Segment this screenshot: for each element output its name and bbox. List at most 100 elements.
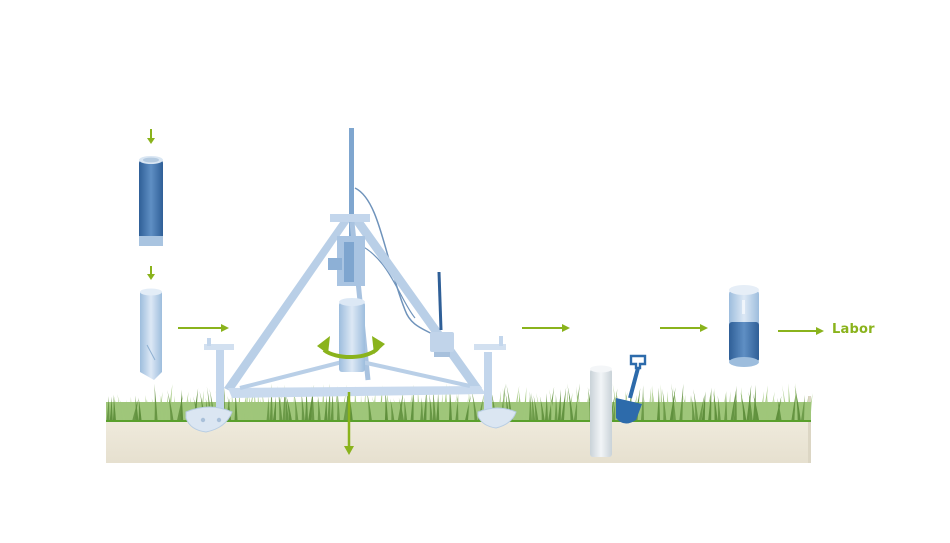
grass-blade <box>284 391 289 421</box>
grass-blade <box>416 389 420 421</box>
grass-blade <box>735 396 740 421</box>
grass-blade <box>693 389 699 421</box>
grass-blade <box>740 387 744 421</box>
grass-blade <box>439 392 443 421</box>
tripod-base <box>228 386 486 398</box>
grass-blade <box>164 394 169 421</box>
grass-blade <box>260 398 264 421</box>
grass-blade <box>564 389 569 421</box>
arrow-down-icon <box>147 266 155 280</box>
grass-blade <box>560 387 567 421</box>
grass-blade <box>276 394 282 421</box>
grass-blade <box>733 385 737 421</box>
grass-blade <box>132 399 139 421</box>
arrow-down-icon <box>344 392 354 455</box>
grass-blade <box>159 394 164 421</box>
grass-blade <box>781 384 788 421</box>
grass-blade <box>240 391 248 421</box>
grass-blade <box>125 399 129 421</box>
grass-blade <box>730 388 737 421</box>
grass-blade <box>791 390 797 421</box>
grass-blade <box>359 395 363 421</box>
grass-blade <box>247 391 254 421</box>
grass-blade <box>669 387 676 421</box>
grass-blade <box>539 396 545 421</box>
grass-blade <box>471 388 478 421</box>
grass-blade <box>138 397 142 421</box>
grass-blade <box>727 391 731 421</box>
grass-blade <box>698 394 705 421</box>
grass-blade <box>300 390 305 421</box>
grass-blade <box>106 396 110 421</box>
grass-blade <box>420 397 424 421</box>
grass-blade <box>436 391 440 421</box>
grass-blade <box>647 386 652 421</box>
grass-blade <box>468 388 472 421</box>
grass-blade <box>117 394 123 421</box>
grass-blade <box>146 399 152 421</box>
grass-blade <box>531 392 536 421</box>
grass-blade <box>256 390 260 421</box>
grass-blade <box>662 389 667 421</box>
grass-blade <box>371 396 379 421</box>
grass-blade <box>294 392 299 421</box>
grass-blade <box>333 385 338 421</box>
grass-blade <box>167 390 174 421</box>
grass-blade <box>381 398 385 421</box>
grass-blade <box>777 397 782 421</box>
arrow-right-icon <box>522 324 570 332</box>
grass-blade <box>113 394 120 421</box>
soil-right-edge <box>808 396 811 463</box>
grass-blade <box>311 386 315 421</box>
grass-blade <box>426 397 430 421</box>
grass-blade <box>285 393 292 421</box>
destination-label: Labor <box>832 322 875 337</box>
grass-blade <box>576 386 580 421</box>
grass-blade <box>768 391 775 421</box>
rig-mast <box>349 128 354 248</box>
grass-blade <box>272 396 277 421</box>
grass-blade <box>652 389 657 421</box>
grass-blade <box>533 395 539 421</box>
grass-blade <box>144 394 148 421</box>
grass-blade <box>688 395 692 421</box>
grass-blade <box>578 397 584 421</box>
grass-blade <box>666 391 670 421</box>
grass-blade <box>237 388 241 421</box>
grass-blade <box>772 398 776 421</box>
control-box <box>430 332 454 357</box>
grass-blade <box>586 391 590 421</box>
grass-blade <box>151 398 155 421</box>
grass-blade <box>701 391 706 421</box>
core-sample-tube <box>139 156 163 246</box>
grass-blade <box>266 395 270 421</box>
grass-blade <box>112 395 116 421</box>
extracted-core-sample <box>729 285 759 367</box>
grass-blade <box>423 386 427 421</box>
grass-blade <box>640 385 644 421</box>
grass-blade <box>378 385 383 421</box>
antenna <box>437 271 443 331</box>
grass-blade <box>573 383 581 421</box>
step-3-extraction <box>590 354 647 457</box>
grass-blade <box>393 398 398 421</box>
grass-blade <box>672 386 680 421</box>
grass-blade <box>800 395 805 421</box>
grass-blade <box>154 383 158 421</box>
grass-blade <box>298 396 303 421</box>
grass-blade <box>528 391 532 421</box>
grass-blade <box>804 396 809 421</box>
rotation-arrow-icon <box>317 336 385 359</box>
grass-blade <box>157 391 163 421</box>
shovel-icon <box>616 354 647 424</box>
step-1-core-tubes <box>139 129 163 380</box>
grass-blade <box>518 390 523 421</box>
soil-layer <box>106 421 811 463</box>
grass-blade <box>794 385 801 421</box>
grass-blade <box>340 392 346 421</box>
grass-blade <box>407 394 412 421</box>
grass-blade <box>234 390 238 421</box>
grass-blade <box>336 389 340 421</box>
grass-blade <box>432 387 436 421</box>
